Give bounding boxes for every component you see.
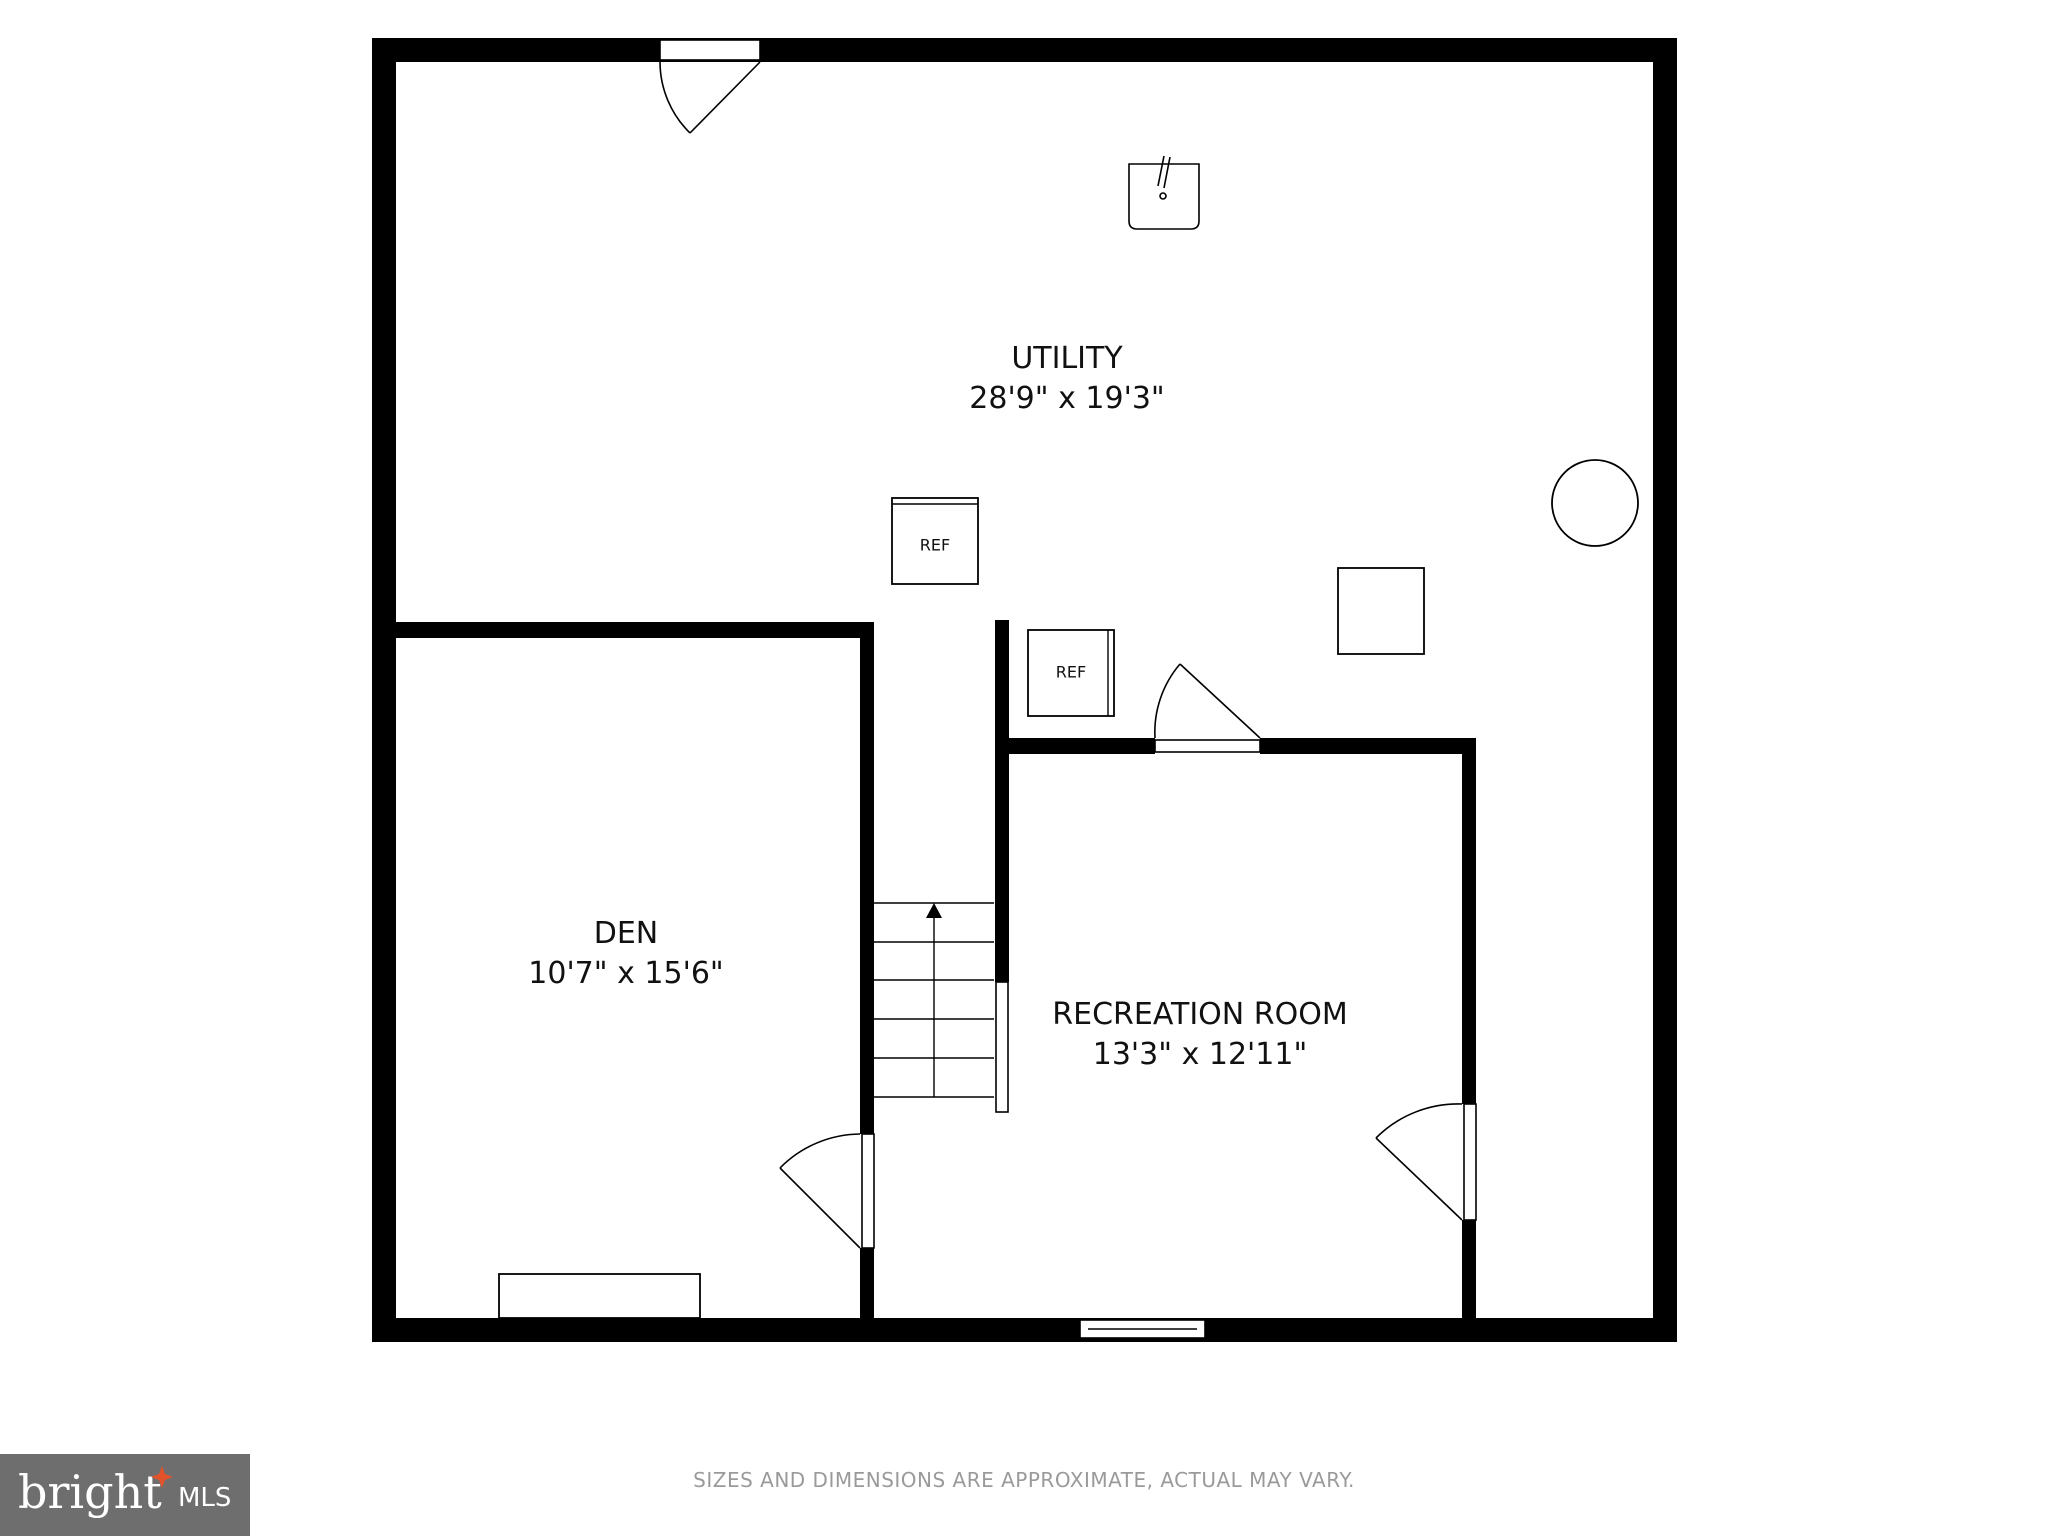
logo-brand-text: bright [18,1465,162,1519]
rec-top-wall-left [1009,738,1155,754]
rec-top-wall-right [1260,738,1476,754]
stair-wall [995,620,1009,982]
outer-walls [372,38,1677,1342]
rec-top-door [1154,663,1261,753]
outer-wall-left [372,38,396,1342]
wall-openings [660,40,1205,1338]
den-right-wall-lower [860,1248,874,1322]
den-door [779,1133,875,1249]
bright-mls-logo: bright MLS [0,1454,250,1536]
den-built-in [498,1273,701,1319]
den-right-wall-upper [860,622,874,1134]
top-door [659,39,761,134]
stairs [874,902,994,1098]
den-size: 10'7" x 15'6" [528,956,723,991]
den-top-wall [396,622,874,638]
logo-mls-text: MLS [178,1483,231,1513]
stair-up-arrow-icon [926,903,942,918]
recreation-size: 13'3" x 12'11" [1093,1037,1308,1072]
rec-right-door [1375,1103,1477,1221]
ref-1-label: REF [920,536,950,555]
water-heater-icon [1551,459,1639,547]
rec-right-wall-upper [1462,738,1476,1104]
refrigerator-2: REF [1027,629,1115,717]
ref-2-label: REF [1056,663,1086,682]
outer-wall-top [372,38,1677,62]
utility-size: 28'9" x 19'3" [969,381,1164,416]
sink-icon [1128,155,1200,230]
utility-name: UTILITY [1011,341,1123,376]
refrigerator-1: REF [891,497,979,585]
stair-side-rail [995,981,1009,1113]
outer-wall-right [1653,38,1677,1342]
logo-star-icon [151,1466,173,1488]
den-name: DEN [594,916,659,951]
logo-background [0,1454,250,1536]
disclaimer-text: SIZES AND DIMENSIONS ARE APPROXIMATE, AC… [693,1468,1355,1492]
recreation-name: RECREATION ROOM [1052,997,1347,1032]
interior-walls [396,620,1476,1322]
top-door-opening [660,40,760,60]
bottom-window [1079,1319,1206,1339]
outer-wall-bottom [372,1318,1677,1342]
utility-square-appliance [1337,567,1425,655]
rec-right-wall-lower [1462,1220,1476,1322]
